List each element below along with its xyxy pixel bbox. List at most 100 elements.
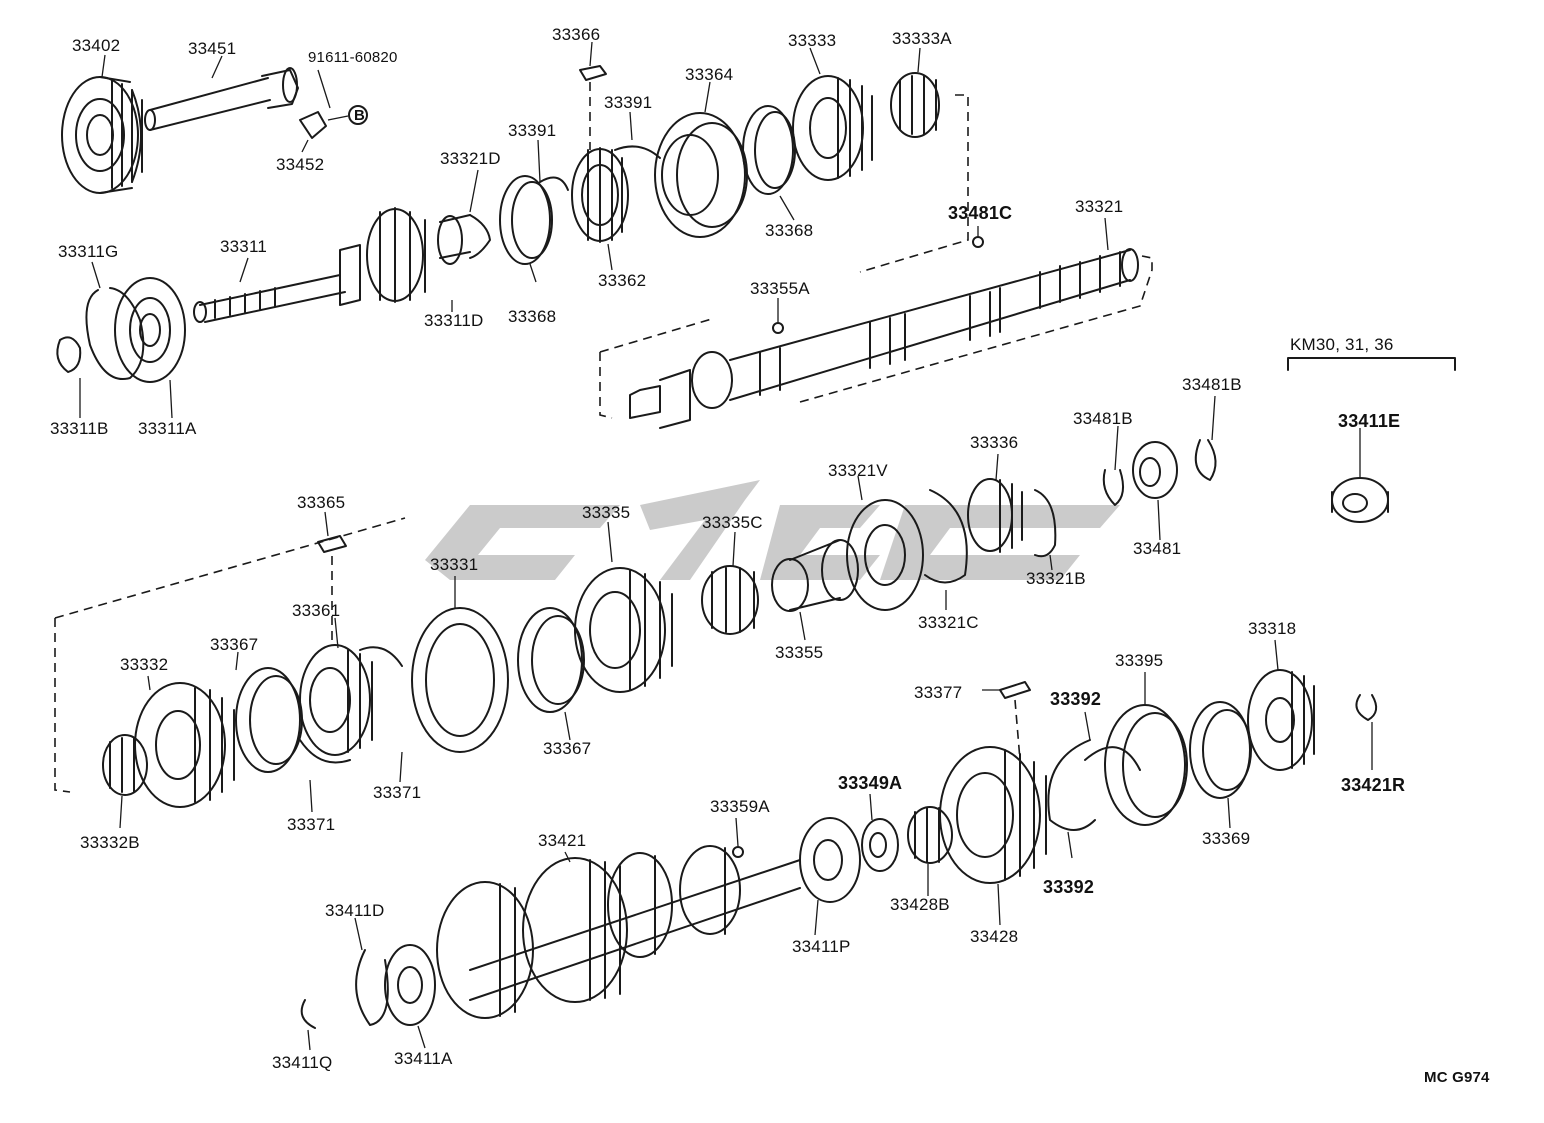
label-33411A: 33411A (394, 1049, 453, 1068)
label-33311D: 33311D (424, 311, 484, 330)
sleeve-33395 (1104, 704, 1188, 826)
synchro-ring-33368-right (742, 105, 796, 195)
label-33311G: 33311G (58, 242, 119, 261)
label-33452: 33452 (276, 155, 325, 174)
spring-33391-right (614, 145, 661, 159)
label-33421: 33421 (538, 831, 587, 850)
needle-bearing-33335C (701, 565, 759, 635)
label-33411E: 33411E (1338, 411, 1401, 431)
ball-33481C (972, 236, 984, 248)
label-33481C: 33481C (948, 203, 1013, 223)
label-33321C: 33321C (918, 613, 979, 632)
label-91611-60820: 91611-60820 (308, 49, 398, 66)
key-33452 (299, 111, 327, 139)
label-33332: 33332 (120, 655, 169, 674)
gear-33335 (574, 567, 673, 693)
label-33391-right: 33391 (604, 93, 653, 112)
label-33355A: 33355A (750, 279, 810, 298)
label-33481: 33481 (1133, 539, 1182, 558)
label-33321V: 33321V (828, 461, 888, 480)
sleeve-33364 (654, 112, 748, 238)
key-33366 (579, 65, 607, 81)
label-33411D: 33411D (325, 901, 385, 920)
gear-33402 (61, 76, 143, 194)
label-33311A: 33311A (138, 419, 197, 438)
counter-gear-33421 (436, 845, 801, 1019)
bearing-33411P (799, 817, 861, 903)
needle-bearing-33428B (907, 806, 953, 864)
label-33332B: 33332B (80, 833, 140, 852)
needle-bearing-33333A (890, 72, 940, 138)
label-33311: 33311 (220, 237, 268, 256)
spring-33392-right (1084, 746, 1141, 771)
label-33395: 33395 (1115, 651, 1164, 670)
label-33361: 33361 (292, 601, 341, 620)
label-33349A: 33349A (838, 773, 903, 793)
spacer-33355 (771, 539, 859, 612)
synchro-ring-33367-right (517, 607, 585, 713)
sleeve-33331 (411, 607, 509, 753)
synchro-ring-33368 (499, 175, 553, 265)
retainer-33481 (1132, 441, 1178, 499)
label-33364: 33364 (685, 65, 734, 84)
spring-33391-left (539, 176, 569, 191)
gear-33336 (967, 478, 1023, 553)
label-33355: 33355 (775, 643, 824, 662)
bearing-33411A (384, 944, 436, 1026)
spring-33371-bottom (299, 739, 351, 764)
shaft-33451 (144, 67, 299, 131)
label-33321D: 33321D (440, 149, 501, 168)
label-33368-right: 33368 (765, 221, 814, 240)
washer-33349A (861, 818, 899, 872)
label-33362: 33362 (598, 271, 647, 290)
needle-bearing-33332B (102, 734, 148, 796)
gear-33428 (939, 746, 1047, 884)
label-33368-left: 33368 (508, 307, 557, 326)
label-33331: 33331 (430, 555, 479, 574)
label-33392-bottom: 33392 (1043, 877, 1095, 897)
label-33428B: 33428B (890, 895, 950, 914)
label-33366: 33366 (552, 25, 601, 44)
label-33411P: 33411P (792, 937, 851, 956)
label-33311B: 33311B (50, 419, 109, 438)
label-33318: 33318 (1248, 619, 1297, 638)
nut-33411E (1331, 477, 1389, 523)
label-33371-right: 33371 (373, 783, 422, 802)
snap-ring-33481B-left (1102, 469, 1125, 506)
label-33365: 33365 (297, 493, 346, 512)
snap-ring-33481B-right (1194, 439, 1217, 481)
label-33333: 33333 (788, 31, 837, 50)
snap-ring-33411Q (300, 999, 316, 1029)
bolt-symbol-b (348, 105, 368, 125)
diagram-code: MC G974 (1424, 1069, 1490, 1086)
ring-33321D (469, 214, 491, 259)
snap-ring-33421R (1355, 694, 1378, 721)
shaft-33321 (629, 248, 1139, 429)
spring-33371-top (359, 646, 403, 667)
label-33335: 33335 (582, 503, 631, 522)
label-33421R: 33421R (1341, 775, 1406, 795)
snap-ring-33321C (924, 489, 968, 584)
label-33359A: 33359A (710, 797, 770, 816)
hub-33361 (299, 644, 373, 756)
snap-ring-33411D (355, 949, 389, 1026)
snap-ring-33311B (56, 336, 82, 373)
gear-33333 (792, 75, 873, 181)
label-33392-top: 33392 (1050, 689, 1102, 709)
gear-33318 (1247, 669, 1315, 771)
spring-33392-left (1047, 739, 1096, 831)
shaft-33311 (193, 207, 471, 323)
label-33481B-left: 33481B (1073, 409, 1133, 428)
watermark-logo (425, 480, 1120, 580)
ring-33311G (85, 287, 145, 381)
snap-ring-33321B (1034, 489, 1057, 558)
label-33335C: 33335C (702, 513, 763, 532)
label-33402: 33402 (72, 36, 121, 55)
label-33411Q: 33411Q (272, 1053, 333, 1072)
bolt-symbol-label: B (354, 107, 366, 124)
synchro-ring-33367-left (235, 667, 303, 773)
label-33336: 33336 (970, 433, 1019, 452)
label-33333A: 33333A (892, 29, 952, 48)
